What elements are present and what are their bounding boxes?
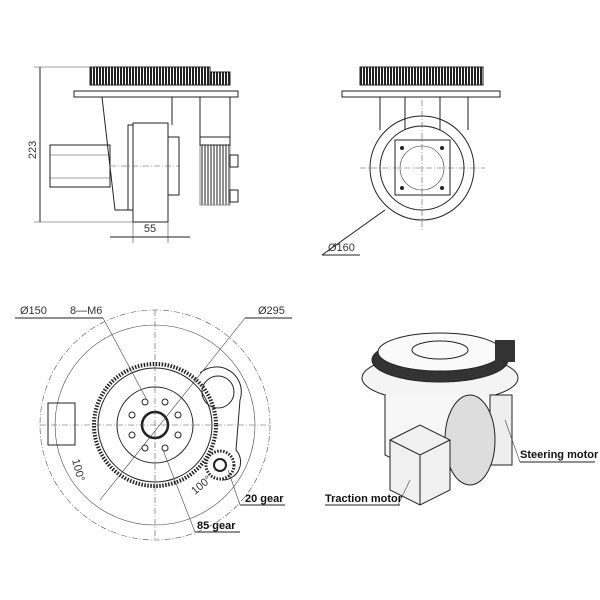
large-gear-label: 85 gear bbox=[197, 520, 236, 532]
small-gear-hub bbox=[213, 458, 227, 472]
wheel-rim bbox=[127, 124, 134, 211]
steering-motor-label: Steering motor bbox=[520, 449, 599, 461]
small-gear-label: 20 gear bbox=[245, 493, 284, 505]
diameter-295-label: Ø295 bbox=[258, 305, 285, 317]
steering-housing bbox=[199, 366, 242, 481]
leader-line bbox=[99, 317, 246, 501]
connector bbox=[229, 189, 239, 203]
leader-line bbox=[162, 449, 196, 533]
flange-bolts bbox=[400, 146, 444, 190]
height-dimension: 223 bbox=[27, 141, 39, 159]
mounting-plate bbox=[73, 90, 239, 98]
wheel-diameter-dimension: Ø160 bbox=[328, 242, 355, 254]
connector bbox=[229, 154, 239, 168]
traction-motor-label: Traction motor bbox=[325, 493, 403, 505]
mounting-plate bbox=[341, 90, 501, 98]
steering-motor-bore bbox=[201, 375, 235, 409]
pinion-gear bbox=[495, 340, 515, 362]
small-gear-20 bbox=[204, 449, 236, 481]
wheel bbox=[132, 122, 169, 223]
slewing-gear bbox=[359, 66, 484, 86]
center-hub bbox=[411, 340, 469, 360]
traction-motor bbox=[47, 402, 76, 446]
angle-left-label: 100° bbox=[69, 458, 86, 483]
wheel bbox=[444, 394, 496, 486]
bracket bbox=[101, 96, 173, 211]
width-dimension: 55 bbox=[144, 223, 156, 235]
leader-line bbox=[321, 209, 386, 256]
diameter-150-label: Ø150 bbox=[20, 305, 47, 317]
leader-line bbox=[397, 479, 411, 506]
isometric-view: Steering motor Traction motor bbox=[325, 332, 599, 506]
bolt-spec-label: 8—M6 bbox=[70, 305, 102, 317]
top-view: Ø150 8—M6 Ø295 100° 100° 20 gear 85 gear bbox=[15, 305, 292, 541]
steering-motor bbox=[199, 96, 231, 138]
side-view: 223 55 bbox=[27, 66, 239, 243]
traction-motor bbox=[49, 144, 111, 188]
slewing-gear bbox=[89, 66, 211, 86]
leader-line bbox=[227, 469, 241, 506]
front-view: Ø160 bbox=[321, 66, 501, 256]
motor-edges bbox=[389, 439, 451, 505]
bracket bbox=[379, 97, 469, 130]
steering-motor-collar bbox=[199, 136, 231, 146]
steering-motor-body bbox=[199, 144, 231, 206]
leader-line bbox=[102, 317, 149, 403]
motor-flange bbox=[394, 139, 451, 196]
leader-line bbox=[504, 419, 521, 463]
gear-top-face bbox=[377, 332, 503, 372]
pinion-gear bbox=[209, 71, 231, 86]
